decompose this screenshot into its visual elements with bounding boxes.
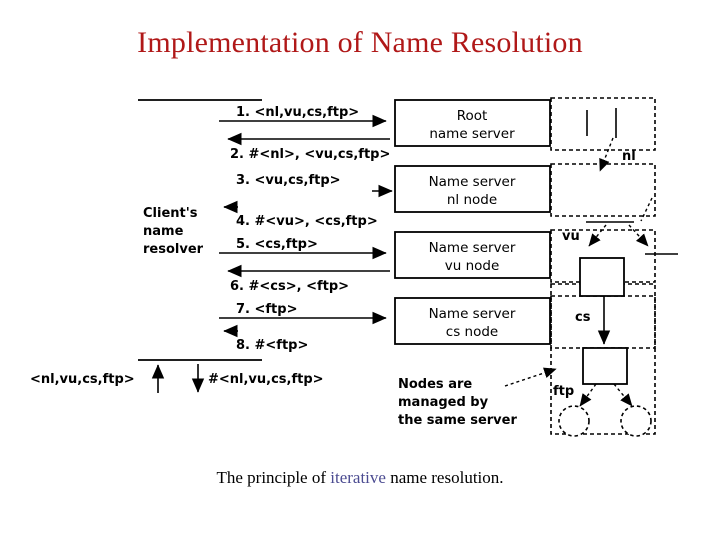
svg-text:vu: vu [562, 229, 580, 244]
tree-edge-vu: vu [562, 224, 607, 247]
svg-text:Nodes are: Nodes are [398, 377, 472, 392]
svg-text:Root: Root [457, 108, 488, 124]
svg-text:7. <ftp>: 7. <ftp> [236, 302, 297, 317]
figure-caption: The principle of iterative name resoluti… [0, 468, 720, 488]
tree-node-cs [582, 347, 628, 385]
message-6: 6. #<cs>, <ftp> [227, 264, 390, 294]
message-1: 1. <nl,vu,cs,ftp> [219, 105, 387, 128]
name-resolution-diagram: Client's name resolver 1. <nl,vu,cs,ftp>… [0, 88, 720, 448]
tree-node-vu [579, 257, 625, 297]
zone-boundary-vu [550, 229, 656, 283]
zone-boundary-root [550, 97, 656, 151]
svg-text:resolver: resolver [143, 242, 204, 257]
message-7: 7. <ftp> [219, 302, 387, 325]
zone-boundary-cs [550, 295, 656, 349]
tree-edge-ftp-sibling [613, 383, 633, 407]
tree-leaf-sibling [620, 405, 652, 437]
server-box-nl: Name server nl node [394, 165, 551, 213]
tree-root-children [586, 108, 617, 138]
client-query-in-arrow: <nl,vu,cs,ftp> [30, 364, 165, 393]
svg-text:8. #<ftp>: 8. #<ftp> [236, 338, 308, 353]
svg-text:ftp: ftp [553, 384, 574, 399]
svg-text:<nl,vu,cs,ftp>: <nl,vu,cs,ftp> [30, 372, 135, 387]
tree-edge-ftp: ftp [553, 383, 597, 407]
message-4: 4. #<vu>, <cs,ftp> [223, 200, 378, 229]
svg-text:#<nl,vu,cs,ftp>: #<nl,vu,cs,ftp> [208, 372, 324, 387]
tree-edge-vu-sibling [628, 224, 678, 255]
svg-text:Name server: Name server [429, 306, 516, 322]
svg-text:Name server: Name server [429, 240, 516, 256]
tree-leaf-ftp [558, 405, 590, 437]
caption-keyword: iterative [330, 468, 386, 487]
svg-text:2. #<nl>, <vu,cs,ftp>: 2. #<nl>, <vu,cs,ftp> [230, 147, 390, 162]
svg-text:nl: nl [622, 149, 636, 164]
same-server-note: Nodes are managed by the same server [398, 367, 557, 428]
svg-text:vu node: vu node [445, 258, 500, 274]
tree-nl-children-bar [586, 197, 653, 223]
svg-text:Name server: Name server [429, 174, 516, 190]
svg-text:1. <nl,vu,cs,ftp>: 1. <nl,vu,cs,ftp> [236, 105, 359, 120]
client-resolver-label: Client's name resolver [143, 206, 204, 257]
svg-text:name server: name server [429, 126, 515, 142]
svg-text:cs: cs [575, 310, 591, 325]
client-query-out-arrow: #<nl,vu,cs,ftp> [191, 364, 324, 393]
page-title: Implementation of Name Resolution [137, 26, 583, 59]
caption-suffix: name resolution. [385, 468, 504, 487]
svg-text:3. <vu,cs,ftp>: 3. <vu,cs,ftp> [236, 173, 341, 188]
svg-text:6. #<cs>, <ftp>: 6. #<cs>, <ftp> [230, 279, 349, 294]
tree-edge-nl: nl [599, 137, 636, 172]
server-box-root: Root name server [394, 99, 551, 147]
svg-text:nl node: nl node [447, 192, 497, 208]
svg-text:4. #<vu>, <cs,ftp>: 4. #<vu>, <cs,ftp> [236, 214, 378, 229]
message-5: 5. <cs,ftp> [219, 237, 387, 260]
svg-text:cs node: cs node [446, 324, 498, 340]
svg-text:managed by: managed by [398, 395, 489, 410]
server-box-vu: Name server vu node [394, 231, 551, 279]
message-2: 2. #<nl>, <vu,cs,ftp> [227, 132, 390, 162]
message-3: 3. <vu,cs,ftp> [236, 173, 393, 198]
caption-prefix: The principle of [216, 468, 331, 487]
tree-edge-cs: cs [575, 296, 611, 345]
svg-text:name: name [143, 224, 184, 239]
client-resolver-box [138, 99, 262, 361]
server-box-cs: Name server cs node [394, 297, 551, 345]
zone-boundary-nl [550, 163, 656, 217]
message-8: 8. #<ftp> [223, 324, 308, 353]
svg-text:the same server: the same server [398, 413, 517, 428]
svg-text:5. <cs,ftp>: 5. <cs,ftp> [236, 237, 318, 252]
svg-text:Client's: Client's [143, 206, 198, 221]
